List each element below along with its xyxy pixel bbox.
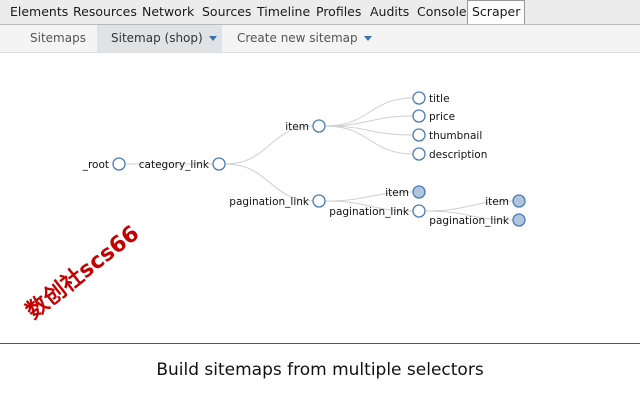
chevron-down-icon [208, 36, 217, 41]
node-thumbnail[interactable] [412, 128, 426, 142]
link-pagination2-pagination [424, 210, 514, 221]
label-pagination-item-2: item [485, 196, 509, 208]
link-pagination-pagination [324, 200, 414, 212]
nav-sitemap-shop-label: Sitemap (shop) [111, 31, 203, 45]
label-description: description [429, 149, 487, 161]
node-pagination-item[interactable] [412, 185, 426, 199]
tab-network[interactable]: Network [142, 4, 195, 19]
link-item-thumbnail [324, 125, 414, 136]
link-category-pagination [224, 163, 314, 202]
nav-create-new-sitemap[interactable]: Create new sitemap [237, 25, 372, 52]
label-pagination-link-3: pagination_link [429, 215, 510, 227]
node-pagination-item-2[interactable] [512, 194, 526, 208]
node-pagination-link-3[interactable] [512, 213, 526, 227]
node-pagination-link[interactable] [312, 194, 326, 208]
label-category-link: category_link [139, 159, 210, 171]
nav-create-new-sitemap-label: Create new sitemap [237, 31, 358, 45]
link-category-item [224, 125, 314, 165]
node-pagination-link-2[interactable] [412, 204, 426, 218]
nav-sitemaps[interactable]: Sitemaps [30, 31, 86, 45]
label-pagination-link-2: pagination_link [329, 206, 410, 218]
scraper-subnav: Sitemaps Sitemap (shop) Create new sitem… [0, 25, 640, 53]
nav-sitemap-shop[interactable]: Sitemap (shop) [97, 25, 222, 52]
label-item: item [285, 121, 309, 133]
node-description[interactable] [412, 147, 426, 161]
label-title: title [429, 93, 450, 105]
tab-scraper[interactable]: Scraper [467, 0, 526, 24]
label-pagination-link: pagination_link [229, 196, 310, 208]
promo-caption: Build sitemaps from multiple selectors [156, 360, 484, 380]
node-item[interactable] [312, 119, 326, 133]
node-category-link[interactable] [212, 157, 226, 171]
link-item-description [324, 125, 414, 155]
tab-audits[interactable]: Audits [370, 4, 410, 19]
devtools-tab-bar: Elements Resources Network Sources Timel… [0, 0, 640, 25]
label-pagination-item: item [385, 187, 409, 199]
tab-resources[interactable]: Resources [73, 4, 137, 19]
link-item-price [324, 115, 414, 127]
link-pagination2-item [424, 200, 514, 212]
tab-profiles[interactable]: Profiles [316, 4, 362, 19]
tab-elements[interactable]: Elements [10, 4, 69, 19]
link-item-title [324, 97, 414, 127]
tab-sources[interactable]: Sources [202, 4, 252, 19]
tab-timeline[interactable]: Timeline [257, 4, 311, 19]
node-root[interactable] [112, 157, 126, 171]
label-thumbnail: thumbnail [429, 130, 482, 142]
sitemap-tree-graph: _root category_link item pagination_link… [82, 91, 526, 227]
label-root: _root [82, 159, 109, 171]
caption-divider [0, 343, 640, 344]
label-price: price [429, 111, 455, 123]
node-title[interactable] [412, 91, 426, 105]
node-price[interactable] [412, 109, 426, 123]
tab-console[interactable]: Console [417, 4, 467, 19]
link-pagination-item [324, 191, 414, 202]
chevron-down-icon [363, 36, 372, 41]
